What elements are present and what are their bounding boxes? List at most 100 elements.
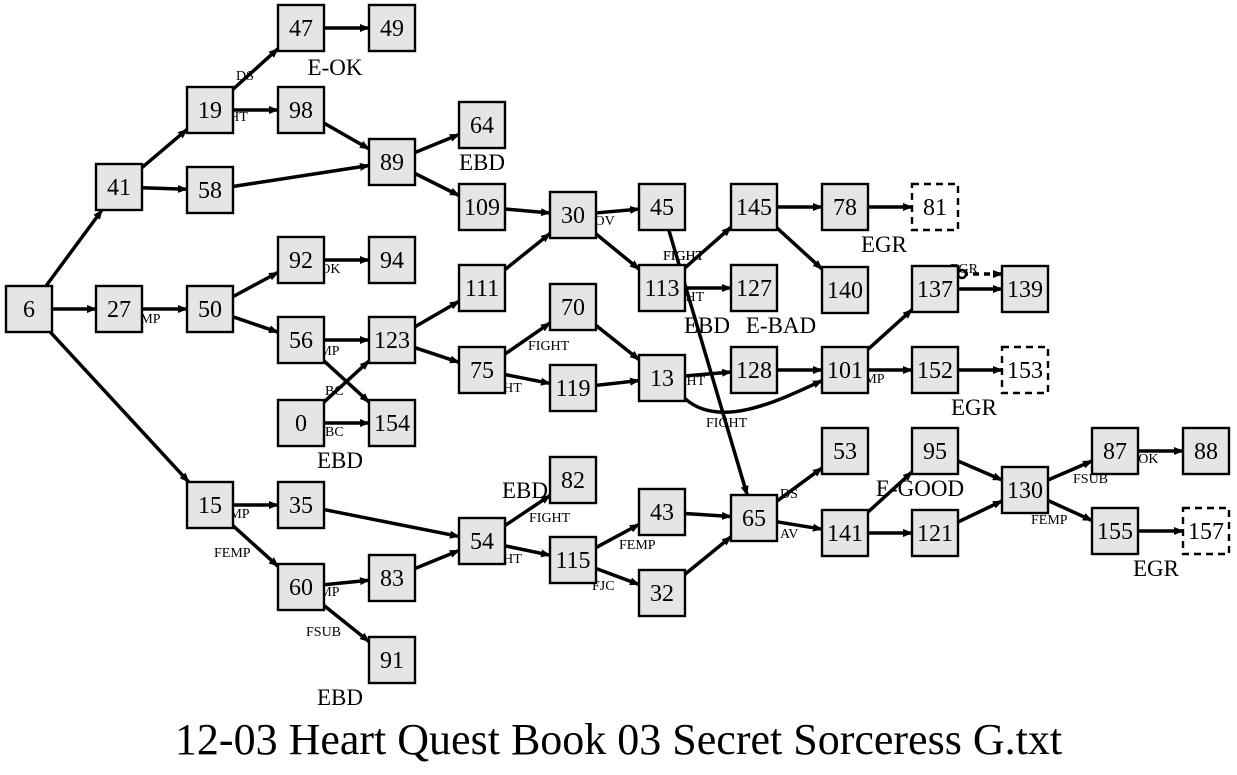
edge-54-115	[504, 544, 551, 558]
node-49[interactable]: 49	[367, 3, 417, 53]
node-35[interactable]: 35	[276, 480, 326, 530]
node-label: 111	[465, 276, 499, 302]
node-6[interactable]: 6	[4, 284, 54, 334]
node-88[interactable]: 88	[1181, 426, 1231, 476]
node-95[interactable]: 95	[910, 426, 960, 476]
node-141[interactable]: 141	[820, 508, 870, 558]
node-128[interactable]: 128	[729, 345, 779, 395]
node-137[interactable]: 137	[910, 264, 960, 314]
node-87[interactable]: 87	[1090, 426, 1140, 476]
edge-label: FSUB	[306, 625, 341, 640]
node-115[interactable]: 115	[548, 535, 598, 585]
edge-123-111	[414, 299, 460, 329]
node-41[interactable]: 41	[94, 162, 144, 212]
node-119[interactable]: 119	[548, 363, 598, 413]
node-47[interactable]: 47	[276, 3, 326, 53]
node-box	[729, 182, 779, 232]
node-30[interactable]: 30	[548, 190, 598, 240]
edge-89-109	[414, 171, 460, 198]
node-32[interactable]: 32	[637, 568, 687, 618]
node-54[interactable]: 54	[457, 516, 507, 566]
node-box	[910, 264, 960, 314]
node-91[interactable]: 91	[367, 635, 417, 685]
node-box	[637, 263, 687, 313]
node-tag-82: EBD	[502, 478, 548, 503]
node-65[interactable]: 65	[729, 493, 779, 543]
node-label: 127	[736, 276, 772, 302]
node-label: 154	[374, 411, 410, 437]
edge-label: AV	[780, 527, 798, 542]
node-70[interactable]: 70	[548, 282, 598, 332]
edge-32-65	[683, 535, 733, 576]
node-label: 128	[736, 358, 772, 384]
edge-15-60	[231, 524, 280, 568]
node-111[interactable]: 111	[457, 263, 507, 313]
node-152[interactable]: 152	[910, 345, 960, 395]
edge-119-13	[595, 377, 640, 388]
node-13[interactable]: 13	[637, 353, 687, 403]
node-94[interactable]: 94	[367, 235, 417, 285]
node-140[interactable]: 140	[820, 265, 870, 315]
node-27[interactable]: 27	[94, 284, 144, 334]
node-box	[637, 353, 687, 403]
node-123[interactable]: 123	[367, 315, 417, 365]
edge-145-140	[775, 226, 824, 271]
node-box	[367, 235, 417, 285]
node-43[interactable]: 43	[637, 487, 687, 537]
node-101[interactable]: 101	[820, 345, 870, 395]
node-label: 109	[464, 195, 500, 221]
node-box	[1000, 345, 1050, 395]
node-label: 32	[650, 581, 674, 607]
node-box	[276, 3, 326, 53]
node-15[interactable]: 15	[185, 480, 235, 530]
node-tag-78: EGR	[861, 232, 908, 257]
node-19[interactable]: 19	[185, 85, 235, 135]
node-154[interactable]: 154	[367, 398, 417, 448]
node-box	[820, 426, 870, 476]
node-157[interactable]: 157	[1181, 506, 1231, 556]
node-60[interactable]: 60	[276, 562, 326, 612]
edge-label: FEMP	[214, 546, 251, 561]
edge-41-19	[140, 128, 189, 169]
node-50[interactable]: 50	[185, 284, 235, 334]
node-82[interactable]: 82	[548, 455, 598, 505]
node-53[interactable]: 53	[820, 426, 870, 476]
node-64[interactable]: 64	[457, 100, 507, 150]
node-89[interactable]: 89	[367, 137, 417, 187]
node-92[interactable]: 92	[276, 235, 326, 285]
node-56[interactable]: 56	[276, 315, 326, 365]
edge-75-70	[504, 321, 551, 356]
node-145[interactable]: 145	[729, 182, 779, 232]
edge-label: FEMP	[619, 538, 656, 553]
node-75[interactable]: 75	[457, 345, 507, 395]
node-label: 115	[555, 548, 590, 574]
node-109[interactable]: 109	[457, 182, 507, 232]
edge-65-53	[775, 466, 824, 503]
node-box	[276, 398, 326, 448]
edge-65-141	[776, 520, 823, 532]
node-box	[1000, 465, 1050, 515]
node-83[interactable]: 83	[367, 553, 417, 603]
node-153[interactable]: 153	[1000, 345, 1050, 395]
node-0[interactable]: 0	[276, 398, 326, 448]
node-127[interactable]: 127	[729, 263, 779, 313]
node-78[interactable]: 78	[820, 182, 870, 232]
node-139[interactable]: 139	[1000, 264, 1050, 314]
node-box	[94, 162, 144, 212]
node-label: 94	[380, 248, 404, 274]
node-121[interactable]: 121	[910, 508, 960, 558]
node-box	[820, 265, 870, 315]
node-label: 78	[833, 195, 857, 221]
node-81[interactable]: 81	[910, 182, 960, 232]
node-label: 60	[289, 575, 313, 601]
node-98[interactable]: 98	[276, 85, 326, 135]
node-58[interactable]: 58	[185, 165, 235, 215]
edge-label: DS	[236, 69, 254, 84]
node-box	[910, 426, 960, 476]
node-113[interactable]: 113	[637, 263, 687, 313]
edge-label: BC	[325, 425, 344, 440]
node-45[interactable]: 45	[637, 182, 687, 232]
node-label: 139	[1007, 277, 1043, 303]
node-155[interactable]: 155	[1090, 506, 1140, 556]
node-130[interactable]: 130	[1000, 465, 1050, 515]
